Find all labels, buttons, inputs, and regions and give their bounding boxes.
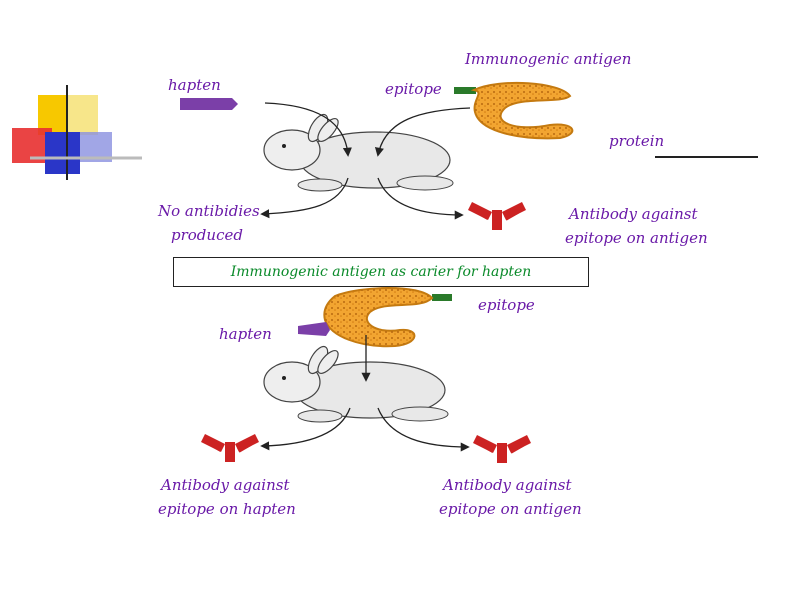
arrow-to-antibody-hapten xyxy=(260,407,351,451)
rabbit-bottom xyxy=(263,345,449,423)
caption-box: Immunogenic antigen as carier for hapten xyxy=(173,257,589,287)
caption-text: Immunogenic antigen as carier for hapten xyxy=(230,264,532,280)
arrow-no-antibodies xyxy=(260,177,349,219)
label-epitope-top: epitope xyxy=(385,80,442,98)
arrow-antigen-to-rabbit xyxy=(374,107,471,157)
antibody-icon-top xyxy=(468,202,526,230)
decorative-squares xyxy=(12,85,142,180)
protein-antigen-bottom xyxy=(298,287,452,348)
label-hapten-bottom: hapten xyxy=(219,325,272,343)
antibody-icon-hapten xyxy=(201,434,259,462)
rabbit-top xyxy=(263,113,454,192)
label-antibody-antigen-1: Antibody against xyxy=(443,476,572,494)
label-antibody-antigen-2: epitope on antigen xyxy=(439,500,582,518)
label-antibody-hapten-2: epitope on hapten xyxy=(158,500,296,518)
arrow-to-antibody-antigen xyxy=(377,407,470,452)
label-antibody-hapten-1: Antibody against xyxy=(161,476,290,494)
label-antibody-top-1: Antibody against xyxy=(569,205,698,223)
antibody-icon-antigen xyxy=(473,435,531,463)
label-protein: protein xyxy=(609,132,665,150)
arrow-to-antibody-top xyxy=(377,177,464,220)
arrow-hapten-to-rabbit xyxy=(264,102,352,157)
hapten-shape-top xyxy=(180,98,238,110)
label-hapten-top: hapten xyxy=(168,76,221,94)
protein-antigen-top xyxy=(454,81,574,140)
label-no-antibodies-1: No antibidies xyxy=(158,202,260,220)
label-no-antibodies-2: produced xyxy=(171,226,243,244)
label-antibody-top-2: epitope on antigen xyxy=(565,229,708,247)
label-immunogenic-antigen: Immunogenic antigen xyxy=(465,50,632,68)
label-epitope-bottom: epitope xyxy=(478,296,535,314)
